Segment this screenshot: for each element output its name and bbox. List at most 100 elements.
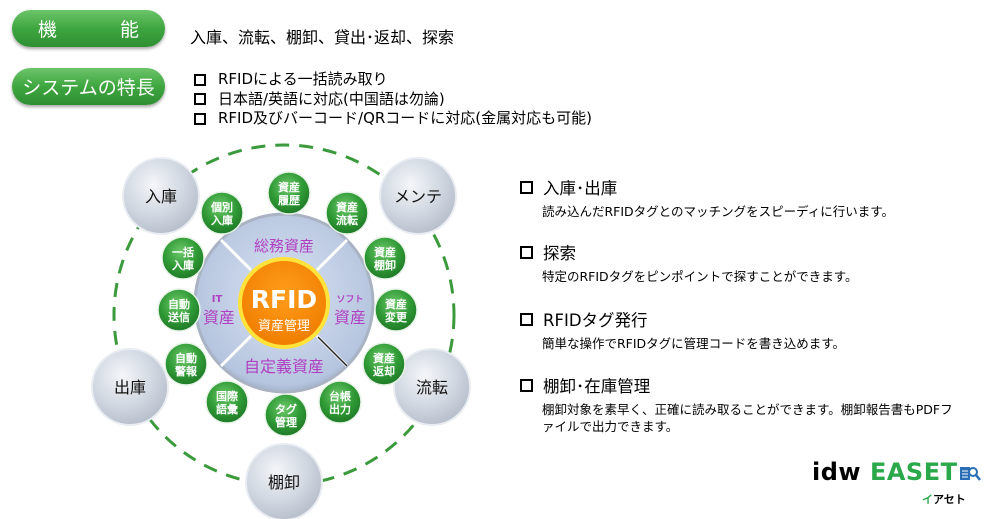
outer-node-circle <box>122 157 200 235</box>
function-node-circle <box>374 288 418 332</box>
function-node-circle <box>363 236 407 280</box>
quadrant-right-small-label: ソフト <box>336 294 363 305</box>
feature-item: RFID及びバーコード/QRコードに対応(金属対応も可能) <box>194 109 592 129</box>
brand-logo-subtitle: イアセト <box>922 493 966 506</box>
detail-title: RFIDタグ発行 <box>543 311 648 330</box>
function-node-label: 自動 <box>175 351 197 365</box>
function-node-circle <box>267 171 311 215</box>
checkbox-square-icon <box>520 245 533 259</box>
outer-node-label: メンテ <box>394 187 442 206</box>
quadrant-right-label: 資産 <box>334 308 366 327</box>
function-node-label: 個別 <box>210 200 233 214</box>
detail-item: RFIDタグ発行 簡単な操作でRFIDタグに管理コードを書き込めます。 <box>520 307 962 352</box>
function-node-label: 資産 <box>374 245 396 259</box>
outer-node-circle <box>393 348 471 426</box>
outer-node: 入庫 <box>122 157 200 235</box>
function-node-label: 台帳 <box>329 389 351 403</box>
outer-node-circle <box>91 348 169 426</box>
quadrant-top-label: 総務資産 <box>254 237 314 255</box>
function-node-circle <box>325 191 369 235</box>
function-node-label: 資産 <box>336 200 358 214</box>
detail-title: 入庫･出庫 <box>543 179 618 198</box>
checkbox-square-icon <box>520 378 533 392</box>
checkbox-square-icon <box>194 93 206 106</box>
function-node-label: タグ <box>275 402 297 416</box>
feature-item: RFIDによる一括読み取り <box>194 70 592 90</box>
function-node-label: 入庫 <box>172 258 194 272</box>
function-node-label: 自動 <box>168 297 190 311</box>
outer-node: 棚卸 <box>245 443 323 519</box>
function-node-label: 入庫 <box>211 213 233 227</box>
outer-node-circle <box>379 157 457 235</box>
checkbox-square-icon <box>520 180 533 194</box>
function-node-circle <box>362 342 406 386</box>
quadrant-left-small-label: IT <box>212 294 223 305</box>
function-node-label: 履歴 <box>278 194 300 207</box>
function-node-circle <box>205 380 249 424</box>
detail-item: 探索 特定のRFIDタグをピンポイントで探すことができます。 <box>520 240 962 285</box>
features-label-button: システムの特長 <box>12 68 165 105</box>
outer-node-label: 棚卸 <box>268 473 300 492</box>
outer-node: メンテ <box>379 157 457 235</box>
function-node-label: 一括 <box>172 245 194 259</box>
center-title: RFID <box>251 285 317 314</box>
checkbox-square-icon <box>520 312 533 326</box>
function-node-label: 資産 <box>373 351 395 365</box>
function-node-label: 棚卸 <box>374 258 396 272</box>
outer-node-label: 入庫 <box>145 187 177 206</box>
function-node-circle <box>200 191 244 235</box>
function-list-text: 入庫、流転、棚卸、貸出･返却、探索 <box>190 28 455 47</box>
function-node-label: 送信 <box>167 310 190 324</box>
detail-description: 棚卸対象を素早く、正確に読み取ることができます。棚卸報告書もPDFファイルで出力… <box>542 402 953 434</box>
detail-description: 読み込んだRFIDタグとのマッチングをスピーディに行います。 <box>542 204 894 219</box>
function-node-label: 出力 <box>329 402 351 416</box>
function-node-circle <box>157 288 201 332</box>
detail-item: 入庫･出庫 読み込んだRFIDタグとのマッチングをスピーディに行います。 <box>520 175 962 220</box>
function-node-label: 資産 <box>385 297 407 311</box>
function-node-label: 資産 <box>278 180 300 194</box>
brand-logo: idw EASET <box>812 458 958 486</box>
outer-node-label: 出庫 <box>114 378 146 397</box>
outer-node: 出庫 <box>91 348 169 426</box>
function-node-label: 語彙 <box>216 402 239 416</box>
function-node-label: 警報 <box>174 364 198 378</box>
function-node-label: 流転 <box>336 213 358 227</box>
detail-title: 探索 <box>543 244 576 263</box>
features-list: RFIDによる一括読み取り 日本語/英語に対応(中国語は勿論) RFID及びバー… <box>194 70 592 129</box>
outer-node: 流転 <box>393 348 471 426</box>
checkbox-square-icon <box>194 73 206 86</box>
detail-description: 特定のRFIDタグをピンポイントで探すことができます。 <box>542 269 858 284</box>
rfid-core-circle <box>238 257 330 349</box>
outer-node-circle <box>245 443 323 519</box>
function-label-button: 機 能 <box>12 10 165 47</box>
function-node-label: 返却 <box>373 364 395 378</box>
function-node-circle <box>164 342 208 386</box>
quadrant-bottom-label: 自定義資産 <box>244 357 324 376</box>
checkbox-square-icon <box>194 112 206 125</box>
feature-item: 日本語/英語に対応(中国語は勿論) <box>194 90 592 110</box>
function-node-circle <box>161 236 205 280</box>
detail-description: 簡単な操作でRFIDタグに管理コードを書き込めます。 <box>542 336 845 351</box>
quadrant-left-label: 資産 <box>203 308 235 327</box>
detail-title: 棚卸･在庫管理 <box>543 377 651 396</box>
document-search-icon <box>960 467 981 481</box>
detail-item: 棚卸･在庫管理 棚卸対象を素早く、正確に読み取ることができます。棚卸報告書もPD… <box>520 373 962 435</box>
function-node-label: 管理 <box>275 415 297 429</box>
function-node-circle <box>318 380 362 424</box>
function-node-label: 変更 <box>385 310 408 324</box>
center-subtitle: 資産管理 <box>258 318 310 334</box>
function-node-label: 国際 <box>216 389 239 403</box>
